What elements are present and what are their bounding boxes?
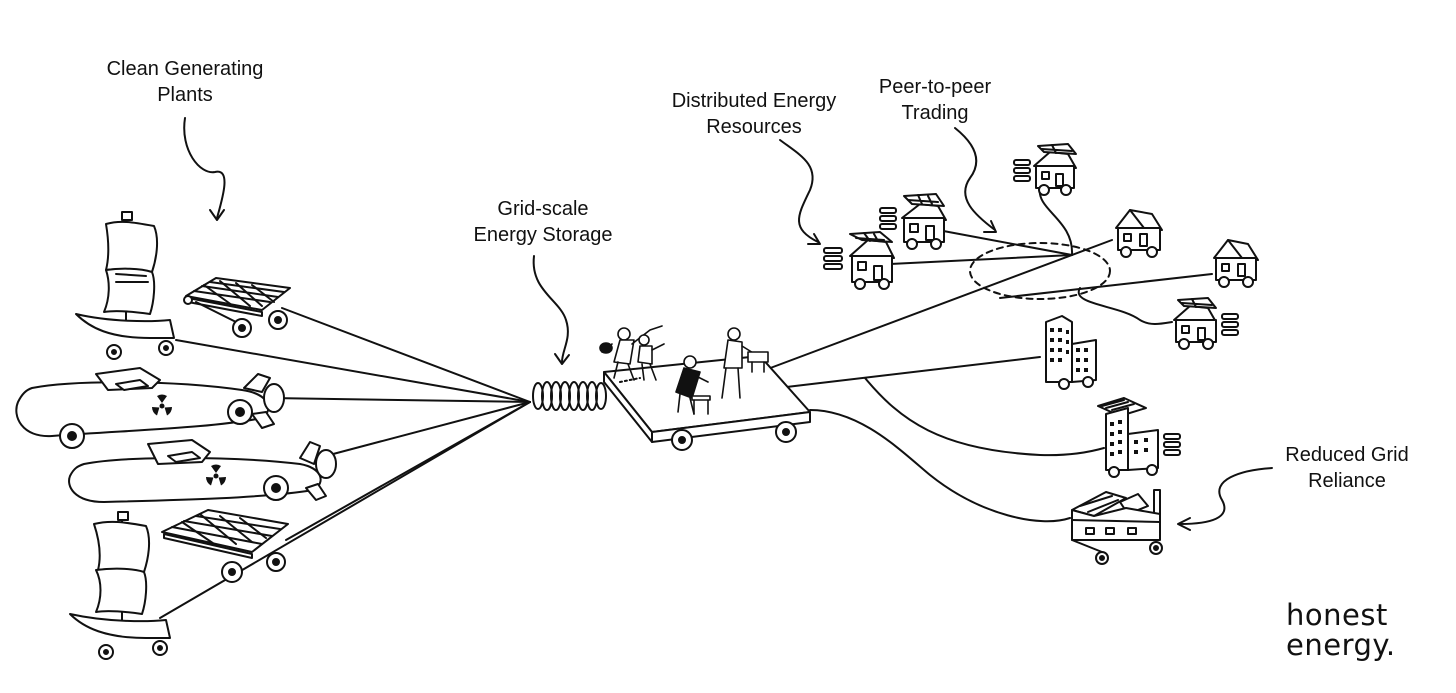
solar-panel-cart-icon: [161, 509, 289, 583]
person-figure-icon: [599, 325, 663, 381]
label-grid-scale-energy-storage: Grid-scale Energy Storage: [428, 196, 658, 248]
radiation-symbol-icon: [206, 464, 226, 486]
person-figure-icon: [721, 327, 769, 399]
battery-stack-icon: [1221, 313, 1239, 336]
label-line: Trading: [901, 102, 969, 124]
office-building-icon: [1097, 397, 1159, 478]
label-reduced-grid-reliance: Reduced Grid Reliance: [1262, 442, 1432, 494]
house-cart-icon: [1033, 143, 1077, 196]
brand-line-1: honest: [1286, 598, 1388, 632]
generation-connections: [159, 307, 531, 619]
sailboat-cart-icon: [69, 511, 171, 660]
house-cart-icon: [1213, 239, 1259, 288]
platform-cart-icon: [603, 355, 811, 451]
house-cart-icon: [849, 231, 895, 290]
label-line: Peer-to-peer: [878, 76, 992, 98]
label-line: Energy Storage: [473, 224, 613, 246]
battery-stack-icon: [879, 207, 897, 230]
distribution-connections: [764, 187, 1213, 523]
label-distributed-energy-resources: Distributed Energy Resources: [644, 88, 864, 140]
house-cart-icon: [1115, 209, 1163, 258]
label-peer-to-peer-trading: Peer-to-peer Trading: [850, 74, 1020, 126]
label-line: Reduced Grid: [1285, 444, 1409, 466]
battery-stack-icon: [1013, 159, 1031, 182]
house-cart-icon: [901, 193, 947, 250]
sailboat-cart-icon: [75, 211, 175, 360]
person-figure-icon: [675, 355, 711, 415]
label-line: Reliance: [1308, 470, 1386, 492]
brand-logo: honest energy.: [1286, 600, 1396, 660]
nuclear-submarine-icon: [15, 367, 285, 449]
house-cart-icon: [1173, 297, 1217, 350]
coil-spring-icon: [532, 381, 607, 411]
factory-cart-icon: [1071, 489, 1163, 565]
battery-stack-icon: [823, 247, 843, 270]
label-line: Resources: [706, 116, 802, 138]
brand-line-2: energy.: [1286, 628, 1396, 662]
battery-stack-icon: [1163, 433, 1181, 456]
label-line: Plants: [157, 84, 213, 106]
nuclear-submarine-icon: [68, 439, 337, 503]
radiation-symbol-icon: [152, 394, 172, 416]
annotation-arrows: [183, 117, 1273, 531]
label-line: Grid-scale: [497, 198, 589, 220]
office-building-icon: [1045, 315, 1097, 390]
person-figure-icon: [637, 334, 665, 381]
label-line: Clean Generating: [106, 58, 264, 80]
solar-panel-cart-icon: [183, 277, 291, 338]
label-line: Distributed Energy: [671, 90, 837, 112]
label-clean-generating-plants: Clean Generating Plants: [80, 56, 290, 108]
